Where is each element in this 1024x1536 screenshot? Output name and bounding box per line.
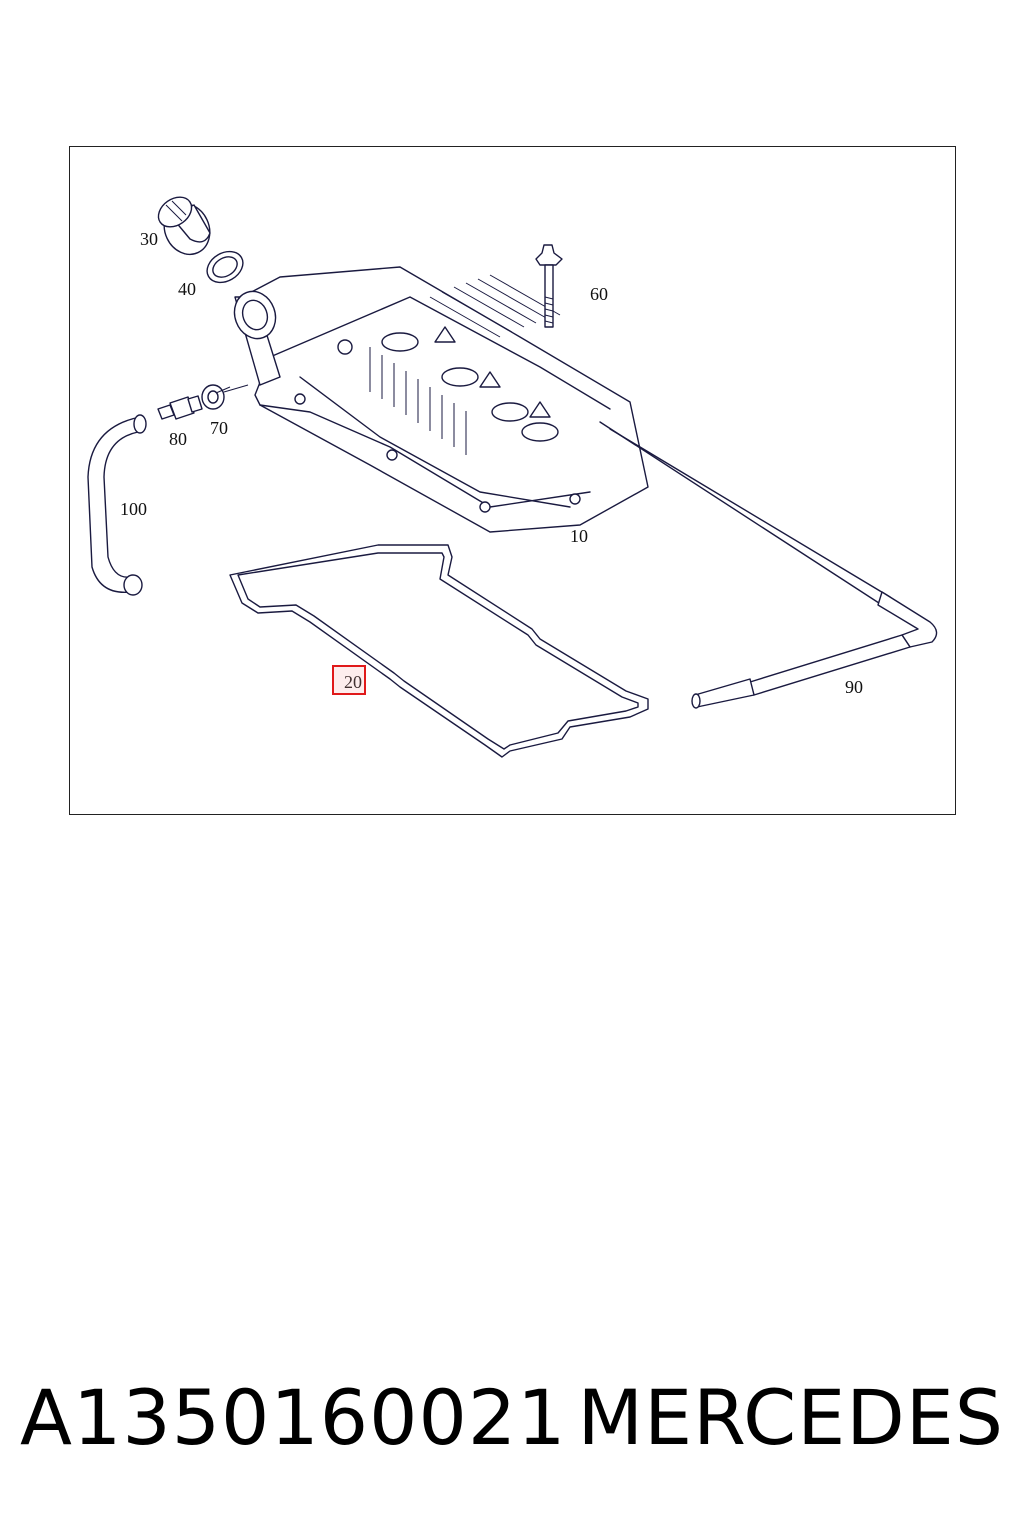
breather-valve[interactable] <box>157 395 203 420</box>
parts-diagram: 30 40 60 70 80 100 10 90 20 <box>87 191 938 758</box>
oil-filler-cap[interactable] <box>153 191 218 262</box>
footer: A1350160021 MERCEDES <box>20 1372 1004 1462</box>
callout-30[interactable]: 30 <box>140 229 158 249</box>
brand-name: MERCEDES <box>577 1372 1004 1462</box>
parts-diagram-frame: 30 40 60 70 80 100 10 90 20 <box>69 146 956 815</box>
leader-line <box>215 386 231 394</box>
seal-ring[interactable] <box>202 245 249 288</box>
cylinder-head-cover[interactable] <box>228 266 649 533</box>
vent-pipe[interactable] <box>599 421 938 709</box>
callout-40[interactable]: 40 <box>178 279 196 299</box>
callout-100[interactable]: 100 <box>120 499 147 519</box>
callout-80[interactable]: 80 <box>169 429 187 449</box>
bolt[interactable] <box>535 244 563 328</box>
callout-70[interactable]: 70 <box>210 418 228 438</box>
part-number: A1350160021 <box>20 1372 567 1462</box>
grommet[interactable] <box>201 384 249 410</box>
callout-60[interactable]: 60 <box>590 284 608 304</box>
callout-90[interactable]: 90 <box>845 677 863 697</box>
cover-gasket[interactable] <box>229 544 649 758</box>
callout-10[interactable]: 10 <box>570 526 588 546</box>
breather-hose[interactable] <box>87 414 147 596</box>
callout-20[interactable]: 20 <box>344 672 362 692</box>
highlighted-part-marker <box>332 665 366 695</box>
